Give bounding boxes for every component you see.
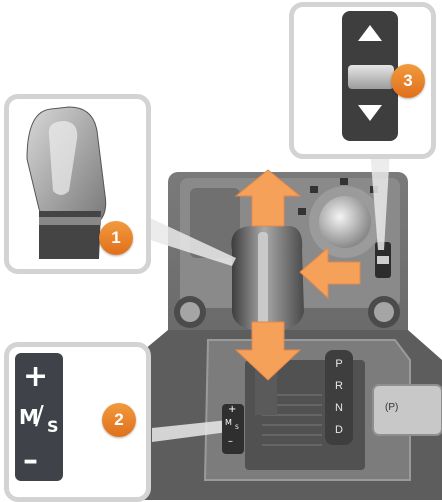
range-switch-rocker <box>348 65 394 89</box>
minus-icon: – <box>23 443 38 478</box>
parking-brake-symbol: (P) <box>385 402 398 413</box>
callout-3: 3 <box>391 64 425 98</box>
gear-d-label: D <box>333 424 345 436</box>
parking-brake-button <box>373 385 442 435</box>
gear-p-label: P <box>333 358 345 370</box>
small-s-label: S <box>235 424 239 431</box>
gear-r-label: R <box>333 380 345 392</box>
plus-icon: + <box>23 359 48 394</box>
small-minus-icon: – <box>228 436 233 447</box>
mountain-icon: ⌒∧ <box>302 99 338 125</box>
small-m-label: M <box>225 418 232 427</box>
gear-n-label: N <box>333 402 345 414</box>
callout-1: 1 <box>99 221 133 255</box>
range-up-icon <box>358 25 382 41</box>
callout-2: 2 <box>102 403 136 437</box>
hi-label: HI <box>302 25 310 34</box>
range-down-icon <box>358 105 382 121</box>
slash-icon: / <box>35 401 44 431</box>
s-label: S <box>47 417 59 436</box>
road-icon: /|\ <box>314 29 329 50</box>
small-plus-icon: + <box>228 404 236 415</box>
